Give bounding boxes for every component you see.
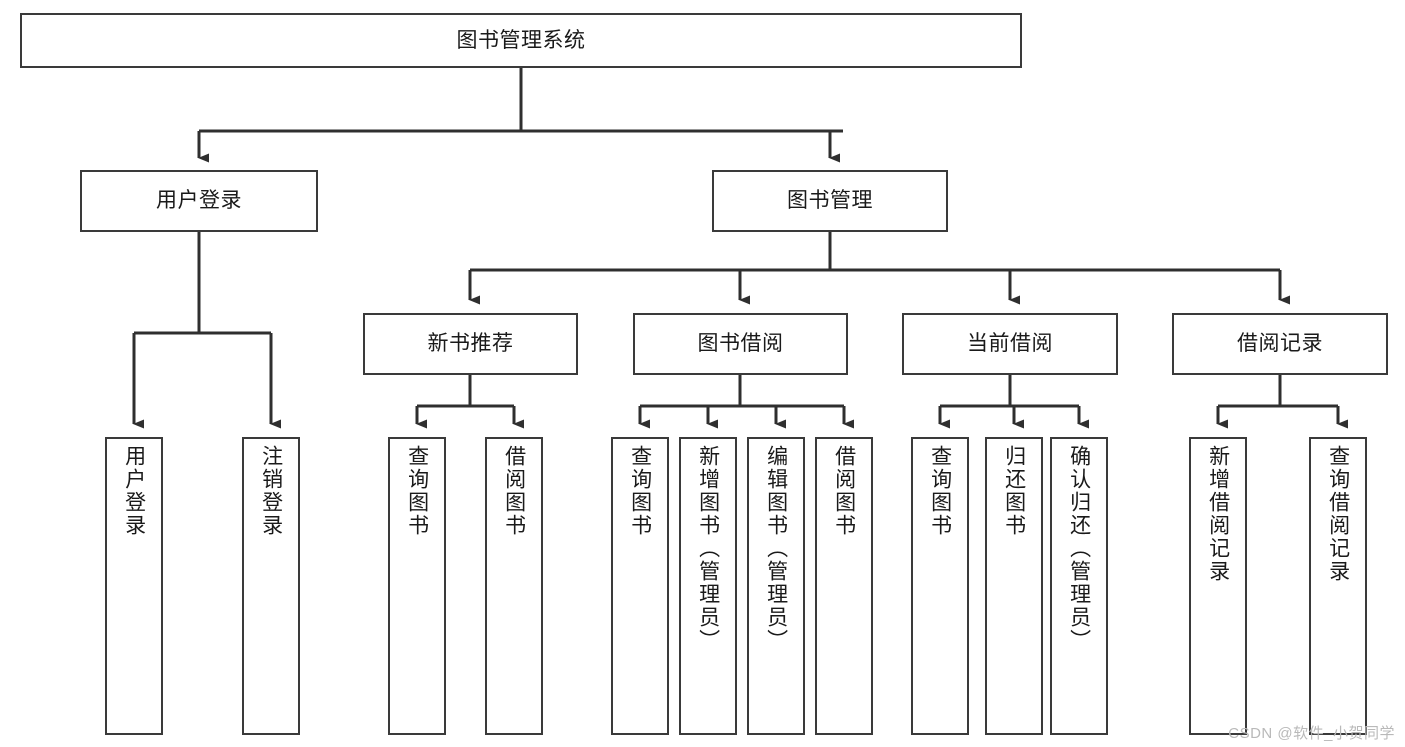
leaf-query-book-3[interactable]: 查询图书 — [911, 437, 969, 735]
leaf-add-record-label: 新增借阅记录 — [1206, 445, 1230, 583]
leaf-query-record-label: 查询借阅记录 — [1326, 445, 1350, 583]
leaf-user-login[interactable]: 用户登录 — [105, 437, 163, 735]
leaf-borrow-book-2[interactable]: 借阅图书 — [815, 437, 873, 735]
node-book-manage[interactable]: 图书管理 — [712, 170, 948, 232]
leaf-query-book-1-label: 查询图书 — [405, 445, 429, 537]
node-book-borrow[interactable]: 图书借阅 — [633, 313, 848, 375]
leaf-add-book[interactable]: 新增图书（管理员） — [679, 437, 737, 735]
leaf-add-book-label: 新增图书（管理员） — [696, 445, 720, 652]
leaf-user-login-label: 用户登录 — [122, 445, 146, 537]
leaf-query-book-2[interactable]: 查询图书 — [611, 437, 669, 735]
leaf-add-record[interactable]: 新增借阅记录 — [1189, 437, 1247, 735]
node-book-borrow-label: 图书借阅 — [697, 332, 784, 356]
leaf-borrow-book-1-label: 借阅图书 — [502, 445, 526, 537]
leaf-logout-label: 注销登录 — [259, 445, 283, 537]
leaf-query-book-3-label: 查询图书 — [928, 445, 952, 537]
node-current-borrow-label: 当前借阅 — [967, 332, 1053, 356]
node-book-manage-label: 图书管理 — [787, 189, 873, 213]
leaf-edit-book[interactable]: 编辑图书（管理员） — [747, 437, 805, 735]
leaf-query-book-1[interactable]: 查询图书 — [388, 437, 446, 735]
leaf-return-book[interactable]: 归还图书 — [985, 437, 1043, 735]
node-new-book-recommend-label: 新书推荐 — [427, 332, 514, 356]
node-new-book-recommend[interactable]: 新书推荐 — [363, 313, 578, 375]
node-root-label: 图书管理系统 — [456, 28, 586, 52]
leaf-logout[interactable]: 注销登录 — [242, 437, 300, 735]
leaf-query-record[interactable]: 查询借阅记录 — [1309, 437, 1367, 735]
node-borrow-record-label: 借阅记录 — [1237, 332, 1323, 356]
node-current-borrow[interactable]: 当前借阅 — [902, 313, 1118, 375]
connector-lines — [132, 68, 1348, 429]
node-user-login-label: 用户登录 — [156, 189, 242, 213]
leaf-confirm-return-label: 确认归还（管理员） — [1067, 445, 1091, 652]
node-user-login[interactable]: 用户登录 — [80, 170, 318, 232]
leaf-borrow-book-2-label: 借阅图书 — [832, 445, 856, 537]
leaf-borrow-book-1[interactable]: 借阅图书 — [485, 437, 543, 735]
leaf-confirm-return[interactable]: 确认归还（管理员） — [1050, 437, 1108, 735]
leaf-return-book-label: 归还图书 — [1002, 445, 1026, 537]
node-root[interactable]: 图书管理系统 — [20, 13, 1022, 68]
leaf-query-book-2-label: 查询图书 — [628, 445, 652, 537]
leaf-edit-book-label: 编辑图书（管理员） — [764, 445, 788, 652]
watermark-text: CSDN @软件_小贺同学 — [1228, 725, 1395, 742]
node-borrow-record[interactable]: 借阅记录 — [1172, 313, 1388, 375]
